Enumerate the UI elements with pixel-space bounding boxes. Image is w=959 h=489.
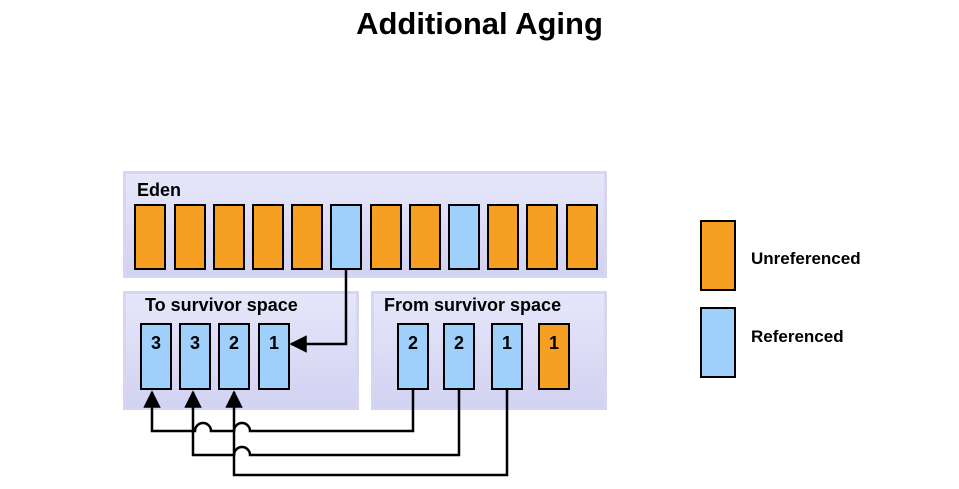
eden-to-survivor-arrow	[289, 270, 348, 353]
legend-unreferenced-label: Unreferenced	[751, 249, 861, 268]
from-survivor-object: 1	[491, 323, 523, 390]
promote-arrow-1	[143, 390, 415, 433]
from-survivor-object: 2	[443, 323, 475, 390]
legend-unreferenced-swatch	[700, 220, 736, 291]
object-age: 1	[548, 333, 559, 353]
to-survivor-object: 2	[218, 323, 250, 390]
eden-label: Eden	[137, 180, 182, 200]
object-age: 2	[228, 333, 239, 353]
eden-object	[291, 204, 323, 270]
eden-object	[330, 204, 362, 270]
promote-arrow-3	[225, 390, 509, 477]
eden-object	[409, 204, 441, 270]
object-age: 1	[268, 333, 279, 353]
object-age: 2	[453, 333, 464, 353]
to-survivor-object: 1	[258, 323, 290, 390]
legend-referenced-swatch	[700, 307, 736, 378]
eden-object	[566, 204, 598, 270]
object-age: 3	[189, 333, 200, 353]
eden-object	[448, 204, 480, 270]
eden-object	[252, 204, 284, 270]
to-survivor-object: 3	[179, 323, 211, 390]
eden-object	[134, 204, 166, 270]
object-age: 3	[150, 333, 161, 353]
from-survivor-label: From survivor space	[384, 295, 562, 315]
to-survivor-label: To survivor space	[145, 295, 298, 315]
to-survivor-object: 3	[140, 323, 172, 390]
eden-object	[213, 204, 245, 270]
legend-referenced-label: Referenced	[751, 327, 844, 346]
from-survivor-object: 2	[397, 323, 429, 390]
eden-object	[174, 204, 206, 270]
eden-object	[487, 204, 519, 270]
eden-object	[370, 204, 402, 270]
object-age: 2	[407, 333, 418, 353]
object-age: 1	[501, 333, 512, 353]
eden-object	[526, 204, 558, 270]
from-survivor-object: 1	[538, 323, 570, 390]
diagram-title: Additional Aging	[356, 6, 603, 41]
